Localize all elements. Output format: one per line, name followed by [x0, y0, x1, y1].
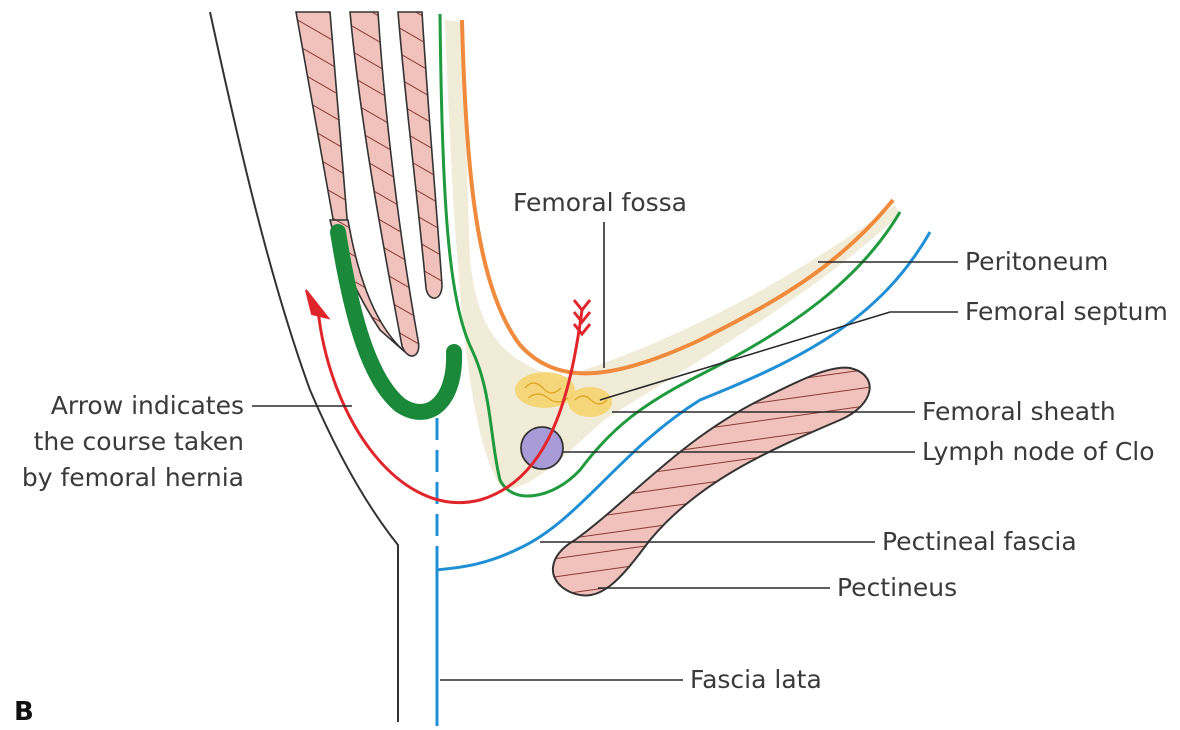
label-femoral-fossa: Femoral fossa [513, 188, 687, 217]
label-peritoneum: Peritoneum [965, 247, 1108, 276]
label-fascia-lata: Fascia lata [690, 665, 822, 694]
label-arrow-line2: the course taken [34, 427, 244, 456]
label-arrow-line1: Arrow indicates [51, 391, 244, 420]
label-lymph-node: Lymph node of Clo [922, 437, 1155, 466]
abdominal-muscle-1 [296, 12, 348, 230]
panel-letter: B [14, 697, 34, 727]
label-femoral-septum: Femoral septum [965, 297, 1168, 326]
label-pectineus: Pectineus [837, 573, 957, 602]
label-pectineal-fascia: Pectineal fascia [882, 527, 1077, 556]
label-femoral-sheath: Femoral sheath [922, 397, 1116, 426]
label-arrow-line3: by femoral hernia [22, 463, 244, 492]
hernia-arrowhead [306, 290, 328, 318]
